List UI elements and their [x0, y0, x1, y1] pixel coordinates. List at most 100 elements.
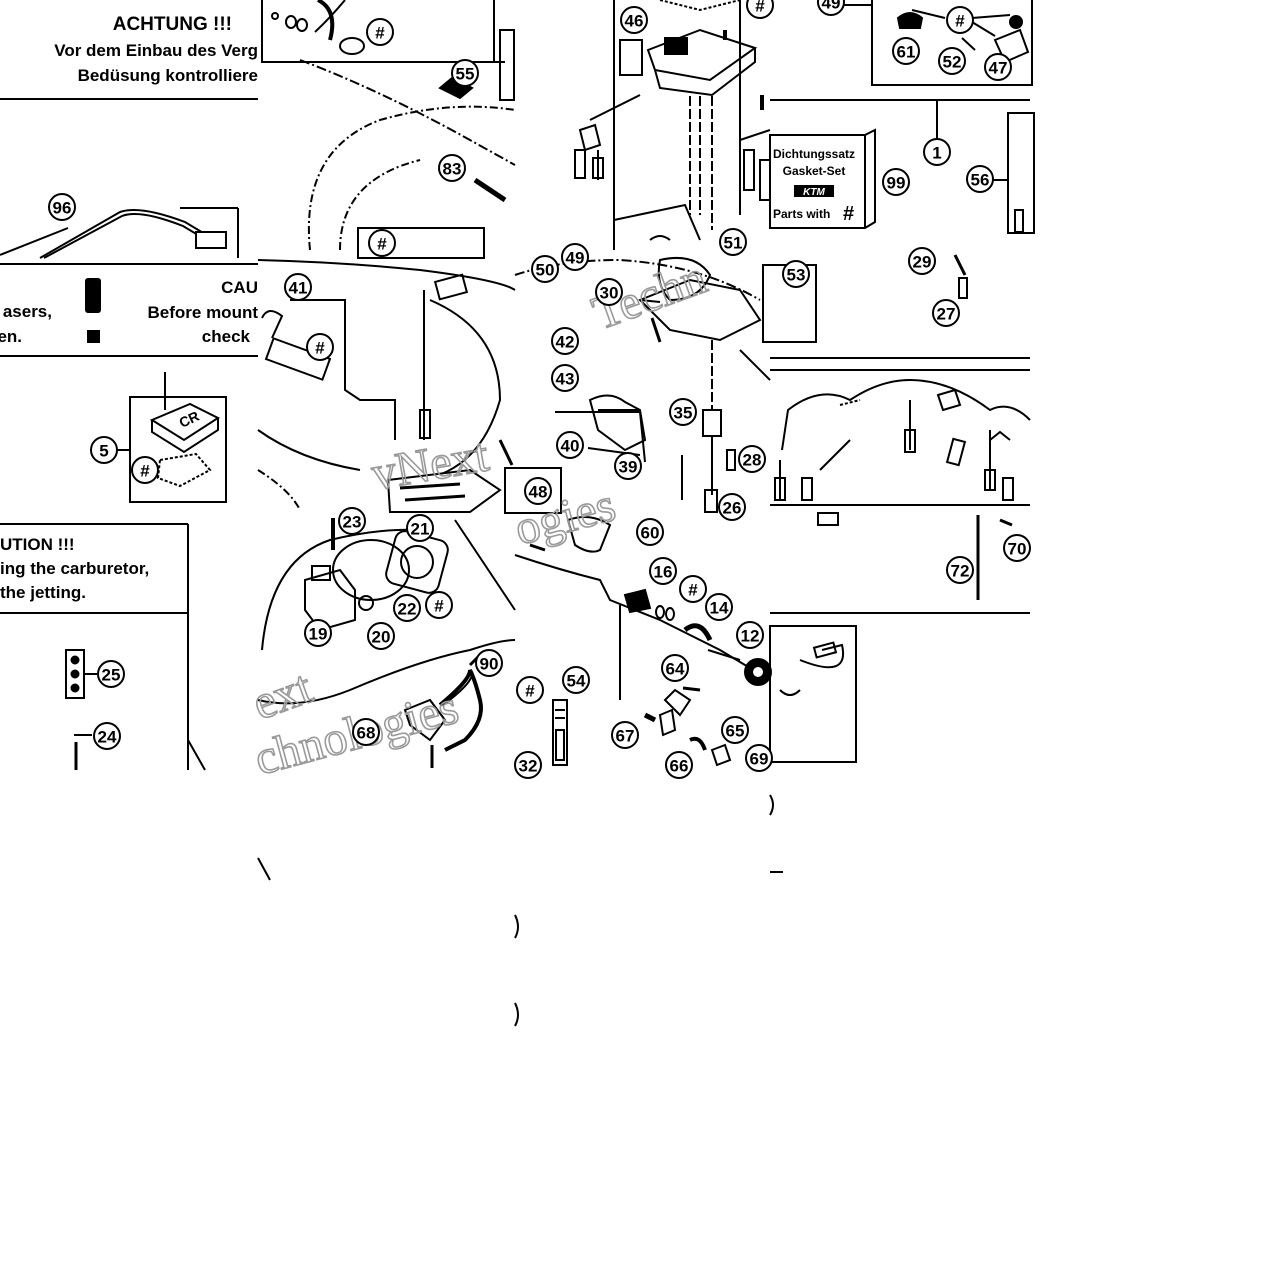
- callout-number: 49: [566, 249, 585, 268]
- callout-circle: [524, 477, 552, 505]
- part-callout: 5: [90, 436, 118, 464]
- callout-circle: [516, 676, 544, 704]
- callout-number: 19: [309, 625, 328, 644]
- callout-number: 29: [913, 253, 932, 272]
- callout-number: #: [688, 581, 698, 600]
- warning-line2-english: the jetting.: [0, 583, 86, 602]
- part-callout: 53: [782, 260, 810, 288]
- warning-strip: asers, en. CAU Before mount check: [0, 263, 258, 357]
- callout-number: 30: [600, 284, 619, 303]
- part-callout: #: [746, 0, 774, 19]
- callout-circle: [661, 654, 689, 682]
- part-callout: 19: [304, 619, 332, 647]
- callout-circle: [932, 299, 960, 327]
- part-callout: #: [306, 333, 334, 361]
- callout-number: 70: [1008, 540, 1027, 559]
- part-callout: 22: [393, 594, 421, 622]
- part-callout: 69: [745, 744, 773, 772]
- warning-title-german: ACHTUNG !!!: [113, 14, 232, 35]
- part-callout: 99: [882, 168, 910, 196]
- part-callout: 40: [556, 431, 584, 459]
- callout-number: 72: [951, 562, 970, 581]
- callout-number: 21: [411, 520, 430, 539]
- part-callout: #: [425, 591, 453, 619]
- part-callout: #: [366, 18, 394, 46]
- callout-number: 23: [343, 513, 362, 532]
- part-callout: 67: [611, 721, 639, 749]
- part-callout: 60: [636, 518, 664, 546]
- part-callout: #: [131, 456, 159, 484]
- callout-number: 42: [556, 333, 575, 352]
- callout-number: 14: [710, 599, 729, 618]
- callout-number: 68: [357, 724, 376, 743]
- callout-circle: [475, 649, 503, 677]
- part-callout: 49: [817, 0, 845, 16]
- callout-circle: [946, 6, 974, 34]
- callout-circle: [368, 229, 396, 257]
- warning-line3-german: asers,: [3, 302, 52, 321]
- callout-circle: [984, 53, 1012, 81]
- callout-circle: [611, 721, 639, 749]
- warning-line4-german: en.: [0, 327, 22, 346]
- idle-screw-part: [257, 259, 562, 514]
- gasket-kit-line3: Parts with: [773, 207, 830, 221]
- callout-number: 24: [98, 728, 117, 747]
- part-callout: 51: [719, 228, 747, 256]
- callout-circle: [306, 333, 334, 361]
- callout-circle: [367, 622, 395, 650]
- callout-number: #: [315, 339, 325, 358]
- callout-number: 60: [641, 524, 660, 543]
- part-callout: 24: [93, 722, 121, 750]
- callout-number: 28: [743, 451, 762, 470]
- part-callout: 66: [665, 751, 693, 779]
- part-callout: 61: [892, 37, 920, 65]
- jet-part: [65, 649, 206, 771]
- part-callout: 52: [938, 47, 966, 75]
- part-callout: #: [679, 575, 707, 603]
- callout-circle: [923, 138, 951, 166]
- callout-circle: [562, 666, 590, 694]
- callout-circle: [938, 47, 966, 75]
- part-callout: 72: [946, 556, 974, 584]
- part-callout: 65: [721, 716, 749, 744]
- callout-circle: [736, 621, 764, 649]
- callout-circle: [782, 260, 810, 288]
- callout-number: 53: [787, 266, 806, 285]
- part-callout: 96: [48, 193, 76, 221]
- callout-circle: [705, 593, 733, 621]
- callout-number: 67: [616, 727, 635, 746]
- callout-number: 16: [654, 563, 673, 582]
- gasket-kit-box: Dichtungssatz Gasket-Set KTM Parts with …: [769, 128, 876, 229]
- callout-number: 27: [937, 305, 956, 324]
- sensor-part-box: CR: [117, 372, 227, 503]
- callout-number: 50: [536, 261, 555, 280]
- gasket-kit-hash: #: [843, 203, 854, 225]
- part-callout: 42: [551, 327, 579, 355]
- cable-part: [0, 207, 239, 259]
- callout-circle: [90, 436, 118, 464]
- callout-number: 90: [480, 655, 499, 674]
- part-callout: 83: [438, 154, 466, 182]
- part-callout: 32: [514, 751, 542, 779]
- callout-circle: [561, 243, 589, 271]
- fragment-lines: [257, 794, 783, 1027]
- part-callout: 28: [738, 445, 766, 473]
- part-callout: 46: [620, 6, 648, 34]
- callout-circle: [746, 0, 774, 19]
- part-callout: 16: [649, 557, 677, 585]
- callout-number: 32: [519, 757, 538, 776]
- part-callout: #: [946, 6, 974, 34]
- hose-assembly-part: [770, 254, 1031, 506]
- part-callout: 25: [97, 660, 125, 688]
- callout-circle: [48, 193, 76, 221]
- part-callout: 49: [561, 243, 589, 271]
- callout-number: 39: [619, 458, 638, 477]
- warning-line-english-top2: check: [202, 327, 251, 346]
- callout-number: #: [377, 235, 387, 254]
- callout-circle: [908, 247, 936, 275]
- callout-number: 43: [556, 370, 575, 389]
- part-callout: 48: [524, 477, 552, 505]
- callout-number: 54: [567, 672, 586, 691]
